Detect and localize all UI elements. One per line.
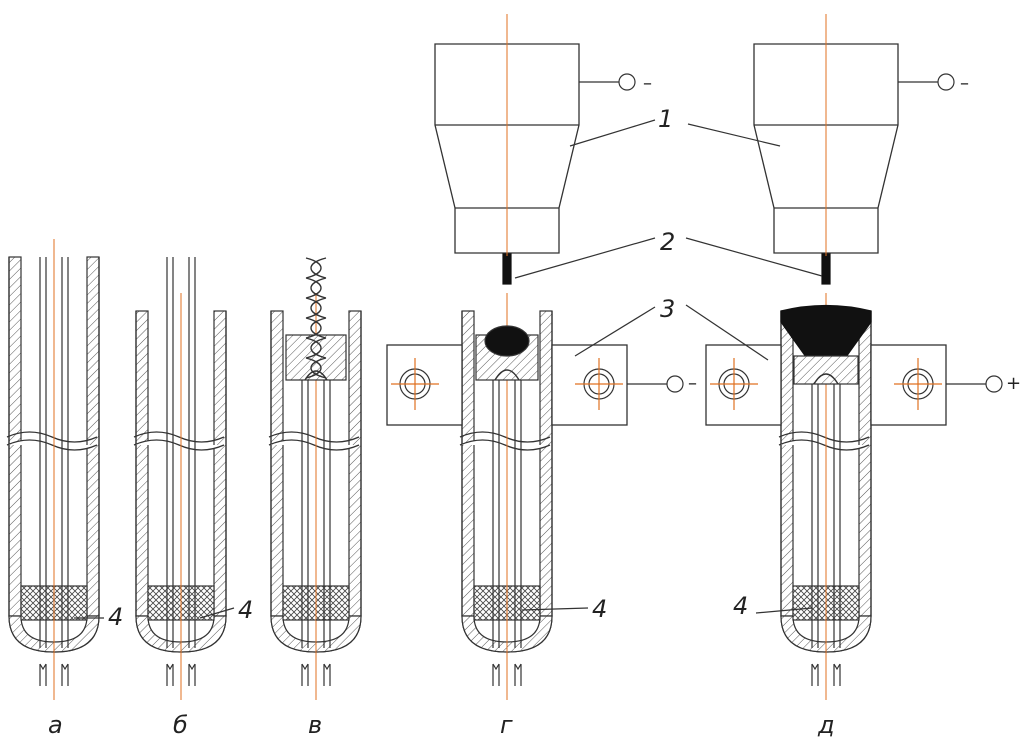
leader-3-g (574, 306, 656, 357)
callout-4-b: 4 (238, 596, 253, 624)
sheath-wall-left-g (461, 310, 475, 617)
callout-3: 3 (660, 295, 675, 323)
wire-end-1-a (61, 663, 69, 686)
torch-terminal-icon-d (937, 73, 955, 91)
junction-loop-d (813, 373, 839, 385)
panel-a (6, 239, 104, 700)
wire-end-1-b (188, 663, 196, 686)
leader-3-d (685, 304, 769, 361)
break-line-top-a (6, 431, 98, 443)
callout-4-d: 4 (733, 592, 748, 620)
panel-label-g: г (500, 711, 513, 739)
wire-end-1-v (323, 663, 331, 686)
terminal-minus-clamp-g: – (688, 373, 697, 394)
panel-v (268, 257, 362, 700)
sheath-bottom-d (780, 615, 872, 653)
tungsten-electrode-d (821, 253, 831, 285)
leader-1-g (569, 119, 656, 147)
sheath-wall-right-d (858, 310, 872, 617)
sheath-bottom-b (135, 615, 227, 653)
fused-weld-pool-d (780, 304, 872, 362)
junction-loop-v (304, 370, 328, 381)
panel-label-d: д (817, 711, 835, 739)
callout-4-a: 4 (108, 603, 123, 631)
leader-4-b (199, 607, 235, 619)
sheath-bottom-v (270, 615, 362, 653)
panel-label-v: в (308, 711, 322, 739)
sheath-wall-left-b (135, 310, 149, 617)
break-line-bottom-a (6, 439, 98, 451)
break-line-bottom-b (133, 439, 225, 451)
terminal-minus-g: – (643, 73, 652, 94)
junction-loop-g (494, 369, 520, 381)
twisted-wires-v (305, 257, 327, 379)
tungsten-electrode-g (502, 253, 512, 285)
panel-label-b: б (173, 711, 188, 739)
break-line-bottom-v (268, 439, 360, 451)
wire-end-0-v (301, 663, 309, 686)
callout-2: 2 (660, 228, 675, 256)
break-line-top-b (133, 431, 225, 443)
leader-1-d (687, 123, 781, 147)
sheath-wall-left-v (270, 310, 284, 617)
sheath-wall-left-a (8, 256, 22, 617)
break-line-bottom-g (459, 439, 551, 451)
callout-4-g: 4 (592, 595, 607, 623)
plug-insert-v (285, 334, 347, 381)
leader-2-g (514, 237, 656, 279)
break-line-top-d (778, 431, 870, 443)
break-line-top-g (459, 431, 551, 443)
sheath-wall-right-a (86, 256, 100, 617)
sheath-wall-left-d (780, 310, 794, 617)
callout-1: 1 (658, 105, 673, 133)
clamp-terminal-icon-g (666, 375, 684, 393)
panel-label-a: а (48, 711, 63, 739)
panel-b (133, 257, 235, 700)
plug-insert-d (793, 355, 859, 385)
leader-4-d-line (755, 607, 813, 614)
sheath-bottom-g (461, 615, 553, 653)
wire-end-0-a (39, 663, 47, 686)
break-line-top-v (268, 431, 360, 443)
break-line-bottom-d (778, 439, 870, 451)
terminal-plus-d: + (1006, 373, 1021, 394)
sheath-wall-right-v (348, 310, 362, 617)
wire-end-0-b (166, 663, 174, 686)
molten-bead-g (484, 325, 530, 357)
panel-d (685, 14, 1003, 700)
wire-end-0-g (492, 663, 500, 686)
panel-g (386, 14, 684, 700)
leader-2-d (685, 237, 823, 277)
sheath-wall-right-b (213, 310, 227, 617)
sheath-wall-right-g (539, 310, 553, 617)
wire-end-0-d (811, 663, 819, 686)
clamp-terminal-icon-d (985, 375, 1003, 393)
wire-end-1-d (833, 663, 841, 686)
sheath-bottom-a (8, 615, 100, 653)
terminal-minus-d: – (960, 73, 969, 94)
torch-terminal-icon-g (618, 73, 636, 91)
wire-end-1-g (514, 663, 522, 686)
leader-4-g-line (521, 607, 589, 611)
